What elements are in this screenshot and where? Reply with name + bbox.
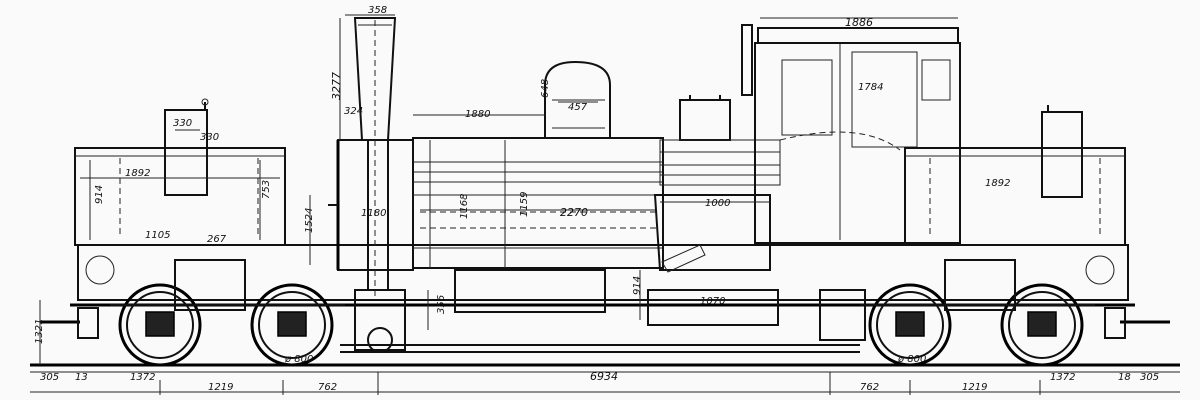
main-frame xyxy=(70,244,1135,353)
dim-dome-height: 648 xyxy=(540,79,551,98)
dim-chimney-top: 358 xyxy=(368,5,387,16)
dim-base-right-1219: 1219 xyxy=(962,382,987,393)
dim-tank-left-width: 1892 xyxy=(125,168,150,179)
dim-base-left-1219: 1219 xyxy=(208,382,233,393)
dim-tank-left-small: 267 xyxy=(207,234,227,245)
cylinder-assembly xyxy=(354,289,866,353)
dim-ashpan-len: 1070 xyxy=(700,296,725,307)
dim-overall-right-a: 305 xyxy=(1140,372,1159,383)
dim-boiler-dia1: 1168 xyxy=(459,194,470,219)
dim-base-right-1372: 1372 xyxy=(1050,372,1075,383)
dim-overall-right-b: 18 xyxy=(1118,372,1131,383)
dim-cab-width: 1886 xyxy=(845,16,873,29)
dim-firebox-h: 1000 xyxy=(705,198,730,209)
chimney xyxy=(353,17,397,300)
boiler xyxy=(412,137,664,313)
dim-smokebox-dia: 1180 xyxy=(361,208,386,219)
dim-chimney-small: 324 xyxy=(344,106,363,117)
dim-base-left-762: 762 xyxy=(318,382,337,393)
dim-tank-left-height: 914 xyxy=(94,185,105,204)
dim-overall-left-b: 13 xyxy=(75,372,88,383)
right-tank xyxy=(904,105,1126,246)
right-bogie xyxy=(860,255,1170,367)
dim-left-end-h: 1321 xyxy=(34,319,45,344)
dim-tank-right-width: 1892 xyxy=(985,178,1010,189)
dimension-labels: 358 3277 324 648 457 1880 1886 1784 330 … xyxy=(34,5,1159,393)
dim-tank-left-top2: 330 xyxy=(200,132,219,143)
dome xyxy=(544,60,611,138)
dim-smokebox-h: 1524 xyxy=(304,208,315,233)
dim-tank-left-bottom: 1105 xyxy=(145,230,170,241)
dim-base-right-762: 762 xyxy=(860,382,879,393)
dim-wheel-right: ø 800 xyxy=(897,354,926,365)
cab xyxy=(741,24,961,244)
firebox xyxy=(647,194,779,326)
dim-chimney-height: 3277 xyxy=(330,72,343,100)
dimension-lines xyxy=(39,14,958,365)
dim-base-center: 6934 xyxy=(590,370,618,383)
dim-cylinder-h: 356 xyxy=(436,295,447,314)
dim-boiler-dia2: 1159 xyxy=(519,192,530,217)
dim-firebox-len: 2270 xyxy=(560,206,588,219)
dim-frame-h: 914 xyxy=(632,276,643,295)
dim-boiler-span: 1880 xyxy=(465,109,490,120)
smokebox xyxy=(328,139,414,271)
left-bogie xyxy=(40,255,345,367)
dim-tank-left-h2: 753 xyxy=(261,180,272,199)
dim-wheel-left: ø 800 xyxy=(284,354,313,365)
dim-cab-height: 1784 xyxy=(858,82,883,93)
dim-base-left-1372: 1372 xyxy=(130,372,155,383)
dim-dome-width: 457 xyxy=(568,102,588,113)
rail-lines xyxy=(30,363,1180,395)
dim-overall-left-a: 305 xyxy=(40,372,59,383)
dim-tank-left-top: 330 xyxy=(173,118,192,129)
top-fittings xyxy=(659,95,781,186)
